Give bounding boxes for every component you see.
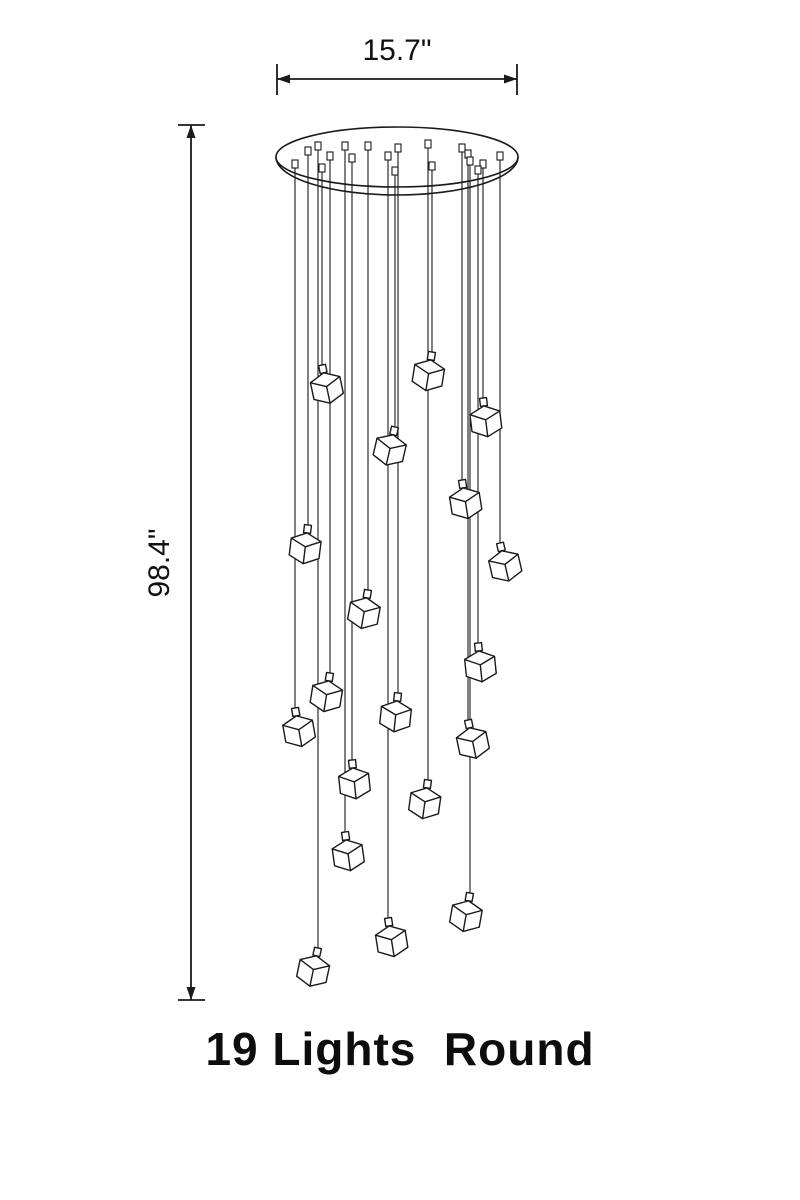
cube-front-edge: [421, 801, 426, 820]
product-title: 19 Lights Round: [205, 1023, 595, 1075]
canopy: [275, 126, 519, 196]
pendant-light: [455, 718, 491, 759]
cube-front-edge: [323, 694, 328, 713]
pendant-light: [448, 891, 483, 933]
cube-front-edge: [464, 501, 469, 520]
cube-front-edge: [353, 781, 357, 800]
pendant-light: [488, 541, 523, 582]
cord-grip: [348, 153, 356, 163]
shade-connector: [392, 691, 403, 703]
pendant-shades: [282, 350, 523, 987]
shade-connector: [347, 758, 358, 770]
cube-front-edge: [425, 373, 430, 392]
arrow-left-icon: [277, 74, 290, 84]
shade-connector: [312, 946, 323, 958]
cube-front-edge: [504, 563, 510, 582]
cord-grip: [466, 156, 474, 166]
pendant-light: [372, 425, 407, 466]
pendant-light: [463, 641, 497, 683]
shade-connector: [422, 778, 433, 790]
cube-front-edge: [309, 968, 315, 987]
dimension-annotations: [178, 64, 518, 1001]
pendant-light: [379, 691, 413, 733]
pendant-light: [374, 916, 409, 958]
cord-grip: [424, 139, 432, 149]
cord-grip: [341, 141, 349, 151]
cord-grip: [318, 163, 326, 173]
shade-connector: [495, 541, 506, 553]
shade-connector: [457, 478, 468, 490]
height-dimension-label: 98.4": [143, 528, 176, 598]
shade-connector: [473, 641, 484, 653]
pendant-light: [288, 523, 322, 565]
arrow-down-icon: [186, 987, 196, 1000]
cord-grip: [326, 151, 334, 161]
cord-grip: [496, 151, 504, 161]
cord-grip: [291, 159, 299, 169]
cord-grip: [384, 151, 392, 161]
canopy-rim: [275, 156, 519, 196]
arrow-up-icon: [186, 125, 196, 138]
pendant-light: [309, 671, 344, 713]
cube-front-edge: [479, 664, 483, 683]
cube-front-edge: [471, 740, 477, 759]
pendant-light: [346, 588, 381, 630]
pendant-light: [337, 758, 371, 800]
shade-connector: [362, 588, 373, 600]
cube-front-edge: [302, 546, 307, 565]
cube-front-edge: [484, 419, 489, 438]
shade-connector: [426, 350, 437, 362]
shade-connector: [463, 718, 474, 730]
cube-front-edge: [462, 913, 467, 933]
cord-grip: [364, 141, 372, 151]
cube-front-edge: [347, 853, 352, 872]
canopy-plate: [275, 126, 519, 188]
pendant-light: [309, 363, 345, 404]
cord-grip: [304, 146, 312, 156]
pendant-light: [448, 478, 483, 520]
shade-connector: [302, 523, 313, 535]
arrow-right-icon: [504, 74, 517, 84]
shade-connector: [389, 425, 400, 437]
shade-connector: [290, 706, 301, 718]
cube-front-edge: [385, 447, 391, 466]
pendant-light: [282, 706, 317, 748]
cord-grip: [428, 161, 436, 171]
cube-front-edge: [360, 610, 365, 630]
width-dimension-label: 15.7": [362, 34, 432, 67]
cube-front-edge: [325, 385, 331, 404]
pendant-light: [295, 946, 331, 987]
pendant-cords: [291, 139, 504, 948]
cord-grip: [394, 143, 402, 153]
shade-connector: [478, 396, 489, 408]
pendant-light: [331, 830, 366, 872]
shade-connector: [324, 671, 335, 683]
cube-front-edge: [393, 714, 397, 733]
pendant-light: [407, 778, 442, 820]
shade-connector: [464, 891, 475, 903]
pendant-light: [469, 396, 503, 438]
cube-front-edge: [298, 728, 303, 748]
cube-front-edge: [390, 939, 395, 958]
shade-connector: [383, 916, 394, 928]
pendant-light: [411, 350, 446, 392]
shade-connector: [340, 830, 351, 842]
cord-grip: [314, 141, 322, 151]
cord-grip: [474, 165, 482, 175]
cord-grip: [458, 143, 466, 153]
cord-grip: [391, 166, 399, 176]
shade-connector: [317, 363, 328, 375]
